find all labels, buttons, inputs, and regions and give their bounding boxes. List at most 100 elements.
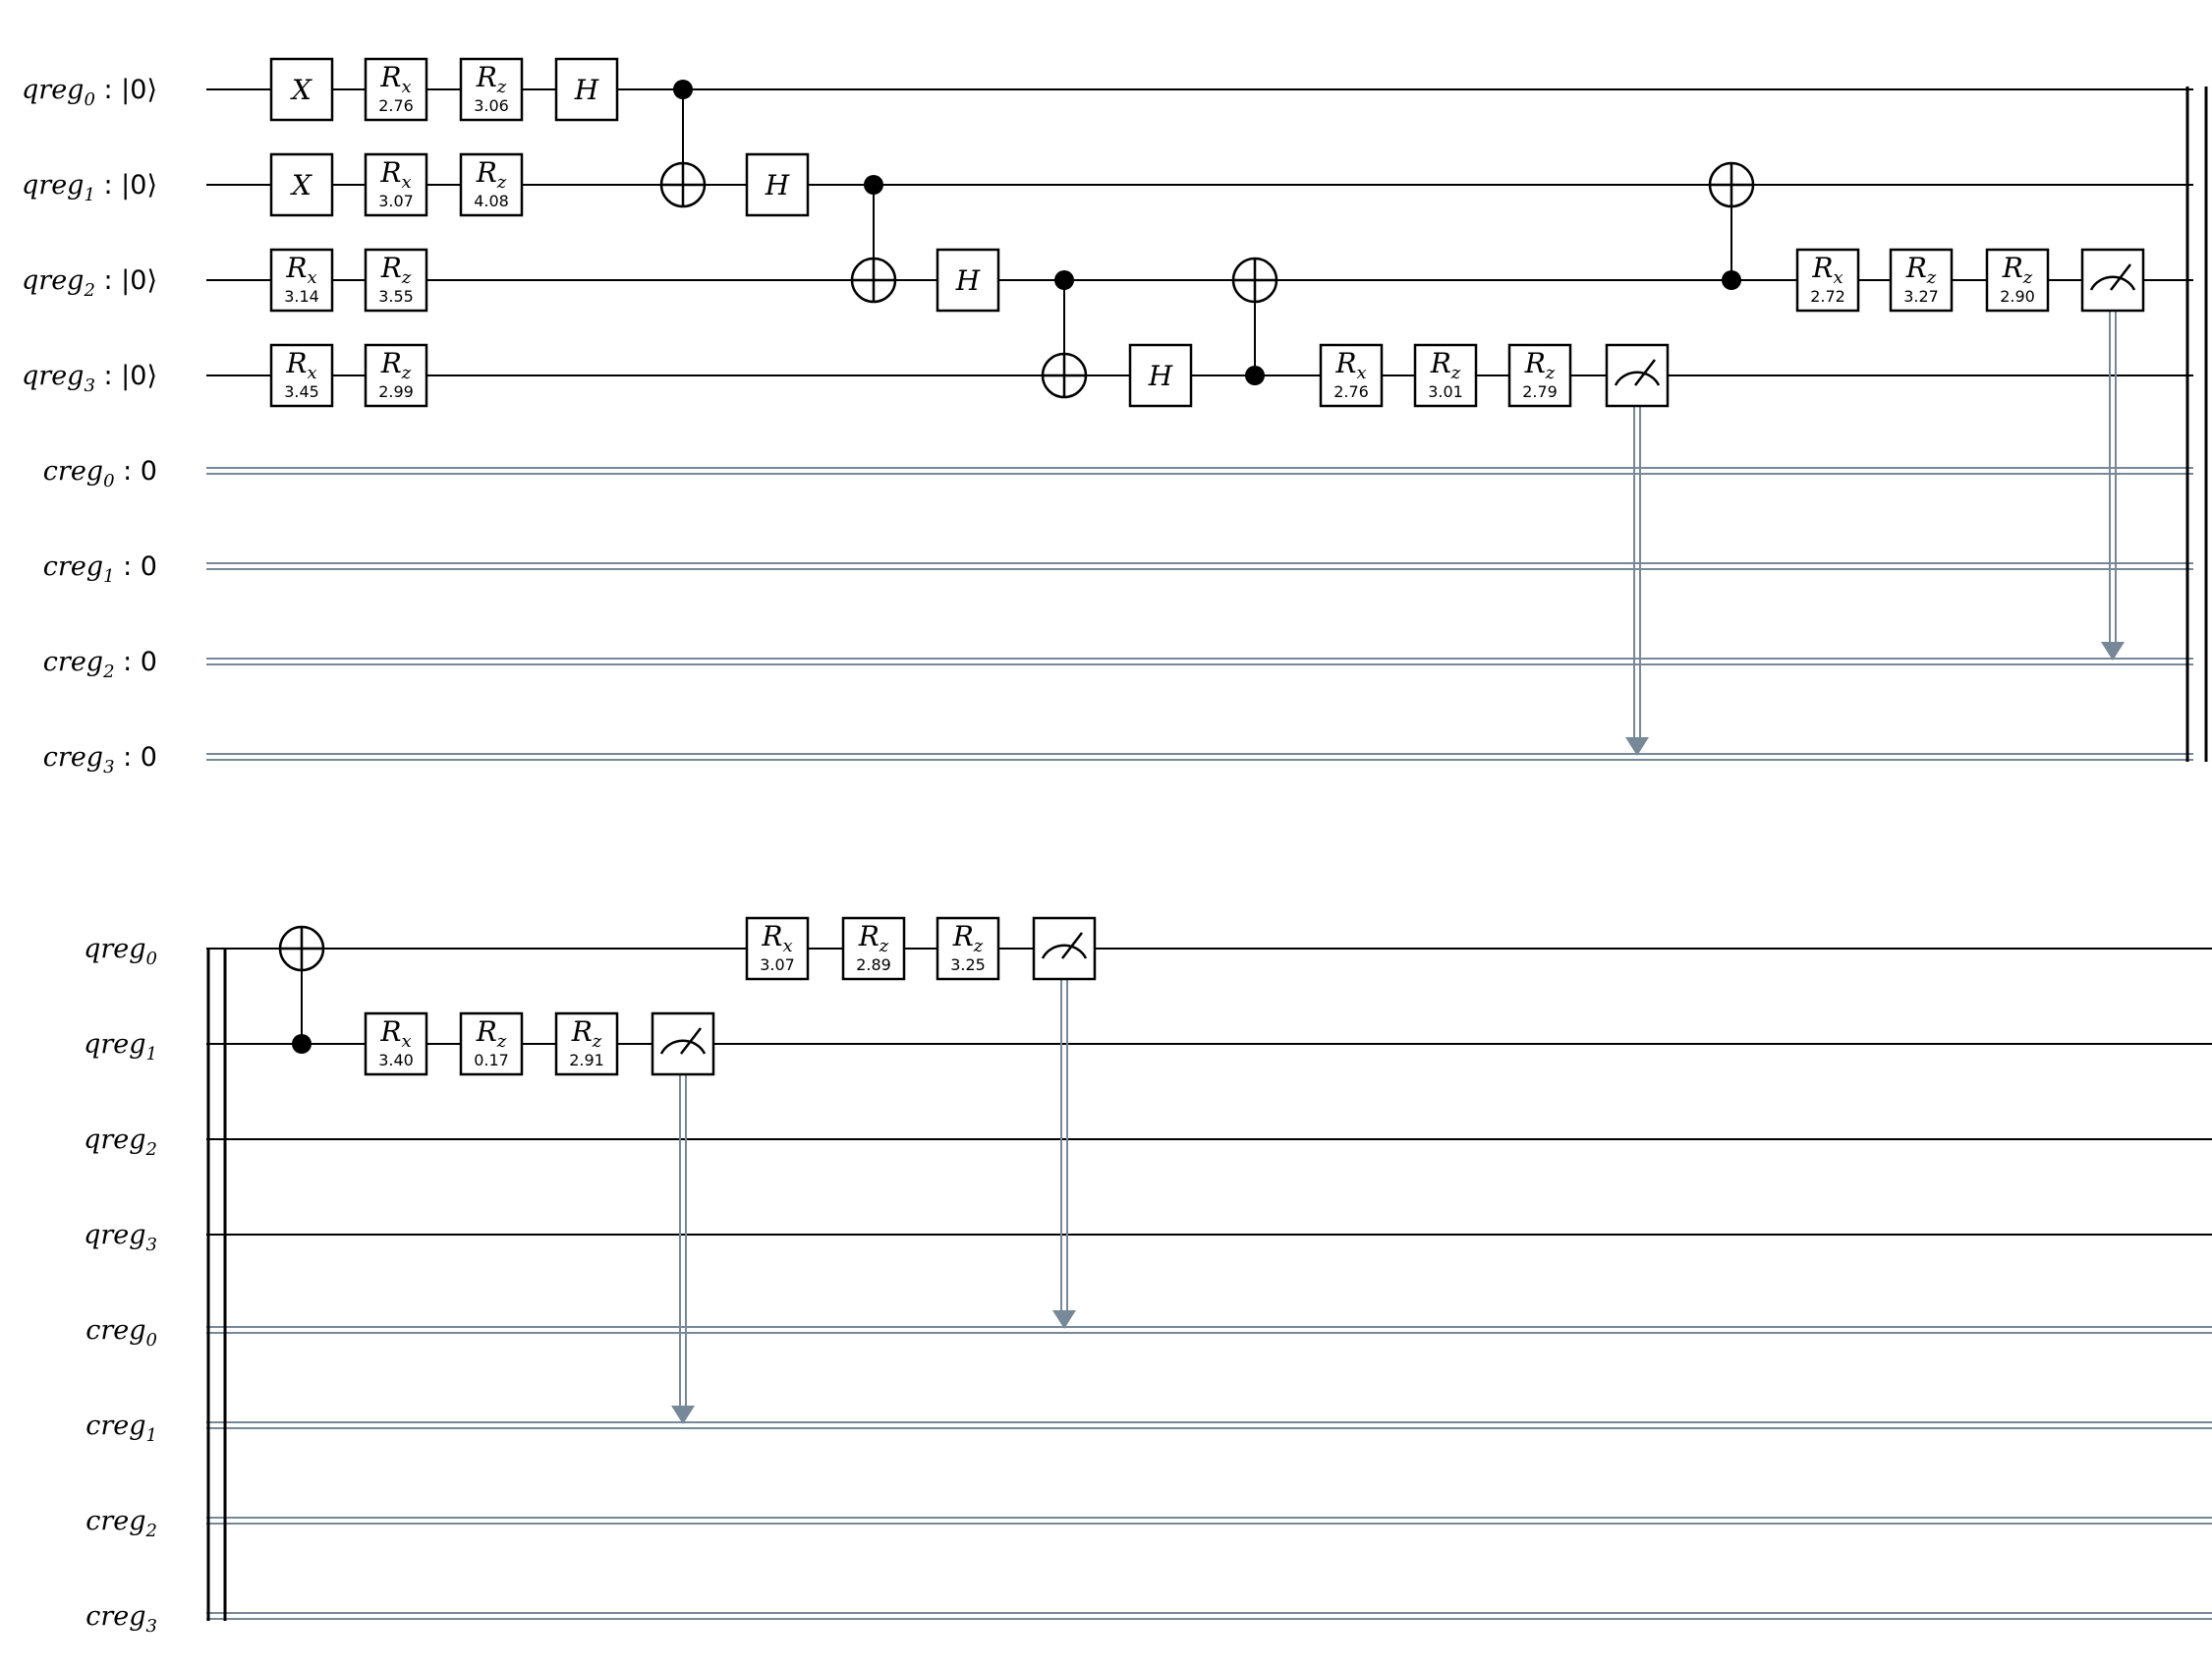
gate-h: H bbox=[554, 57, 619, 122]
clbit-label: creg3 : 0 bbox=[43, 742, 157, 778]
circuit-panel-2: qreg0qreg1qreg2qreg3creg0creg1creg2creg3… bbox=[84, 916, 2212, 1637]
gate-name: Rz bbox=[476, 61, 507, 97]
gate-box bbox=[1985, 248, 2050, 313]
gate-name: X bbox=[290, 74, 312, 106]
control-dot bbox=[1245, 366, 1265, 385]
gate-box bbox=[1128, 343, 1193, 408]
gate-name: H bbox=[574, 74, 599, 106]
gate-rx: Rx2.76 bbox=[1319, 343, 1384, 408]
clbit-label: creg2 : 0 bbox=[43, 647, 157, 682]
meter-arc bbox=[659, 1039, 707, 1055]
clbit-label: creg3 bbox=[85, 1601, 157, 1637]
gate-rx: Rx3.45 bbox=[269, 343, 334, 408]
cnot-gate bbox=[1231, 257, 1278, 385]
gate-param: 3.07 bbox=[378, 192, 414, 210]
gate-name: Rx bbox=[285, 252, 316, 288]
gate-name: Rz bbox=[2002, 252, 2033, 288]
gate-rz: Rz3.55 bbox=[364, 248, 428, 313]
qubit-label: qreg3 : |0⟩ bbox=[22, 361, 157, 396]
gate-rz: Rz3.01 bbox=[1413, 343, 1478, 408]
gate-box bbox=[1889, 248, 1954, 313]
gate-rz: Rz2.90 bbox=[1985, 248, 2050, 313]
qubit-label: qreg1 : |0⟩ bbox=[22, 170, 157, 205]
gate-x: X bbox=[269, 57, 334, 122]
qubit-label: qreg0 bbox=[84, 934, 157, 969]
gate-name: H bbox=[1148, 360, 1173, 392]
gate-box bbox=[459, 152, 524, 217]
meter-arc bbox=[1614, 371, 1661, 386]
gate-param: 2.91 bbox=[569, 1051, 604, 1069]
gate-box bbox=[364, 248, 428, 313]
meter-needle bbox=[680, 1027, 702, 1055]
qubit-label: qreg2 bbox=[84, 1124, 157, 1160]
cnot-gate bbox=[278, 925, 325, 1054]
gate-box bbox=[269, 343, 334, 408]
control-dot bbox=[1054, 270, 1074, 290]
gate-rz: Rz2.99 bbox=[364, 343, 428, 408]
control-dot bbox=[292, 1034, 312, 1054]
gate-rz: Rz2.91 bbox=[554, 1011, 619, 1076]
qubit-label: qreg2 : |0⟩ bbox=[22, 265, 157, 301]
measure-gate bbox=[651, 1011, 715, 1424]
gate-box bbox=[364, 1011, 428, 1076]
gate-box bbox=[459, 57, 524, 122]
measure-gate bbox=[2080, 248, 2145, 661]
gate-name: Rx bbox=[379, 1015, 411, 1052]
gate-rz: Rz0.17 bbox=[459, 1011, 524, 1076]
gate-name: Rx bbox=[1334, 347, 1366, 383]
clbit-label: creg0 bbox=[85, 1315, 157, 1351]
meter-arc bbox=[1041, 944, 1088, 959]
gate-h: H bbox=[745, 152, 810, 217]
gate-box bbox=[745, 152, 810, 217]
gate-param: 4.08 bbox=[474, 192, 509, 210]
measure-arrow bbox=[1052, 1310, 1076, 1329]
meter-needle bbox=[1061, 932, 1083, 959]
gate-box bbox=[554, 1011, 619, 1076]
gate-box bbox=[1319, 343, 1384, 408]
gate-box bbox=[364, 57, 428, 122]
gate-param: 2.90 bbox=[2000, 287, 2035, 306]
gate-name: Rx bbox=[379, 156, 411, 193]
measure-box bbox=[1605, 343, 1670, 408]
control-dot bbox=[673, 80, 693, 99]
cnot-gate bbox=[1041, 270, 1088, 399]
gate-name: Rz bbox=[1905, 252, 1937, 288]
gate-h: H bbox=[936, 248, 1000, 313]
gate-name: Rz bbox=[476, 156, 507, 193]
circuit-panel-1: qreg0 : |0⟩ qreg1 : |0⟩ qreg2 : |0⟩ qreg3 :… bbox=[22, 57, 2208, 778]
control-dot bbox=[1722, 270, 1741, 290]
gate-box bbox=[841, 916, 906, 981]
control-dot bbox=[864, 175, 883, 195]
gate-name: Rx bbox=[1811, 252, 1843, 288]
gate-param: 2.99 bbox=[378, 382, 414, 401]
gate-param: 2.79 bbox=[1522, 382, 1558, 401]
clbit-label: creg2 bbox=[85, 1506, 157, 1541]
cnot-gate bbox=[1708, 161, 1755, 290]
gate-param: 2.89 bbox=[856, 955, 891, 974]
gate-rx: Rx3.14 bbox=[269, 248, 334, 313]
gate-name: Rx bbox=[761, 920, 792, 956]
gate-param: 3.40 bbox=[378, 1051, 414, 1069]
gate-param: 0.17 bbox=[474, 1051, 509, 1069]
gate-box bbox=[364, 343, 428, 408]
gate-param: 3.07 bbox=[760, 955, 795, 974]
gate-name: X bbox=[290, 169, 312, 202]
gate-box bbox=[459, 1011, 524, 1076]
meter-needle bbox=[2110, 263, 2131, 291]
gate-box bbox=[936, 248, 1000, 313]
gate-box bbox=[745, 916, 810, 981]
measure-arrow bbox=[2101, 642, 2125, 661]
gate-rx: Rx3.40 bbox=[364, 1011, 428, 1076]
gate-rz: Rz3.25 bbox=[936, 916, 1000, 981]
gate-box bbox=[269, 57, 334, 122]
gate-name: Rz bbox=[380, 252, 412, 288]
gate-rx: Rx3.07 bbox=[364, 152, 428, 217]
gate-box bbox=[1413, 343, 1478, 408]
measure-gate bbox=[1032, 916, 1097, 1329]
gate-box bbox=[364, 152, 428, 217]
qubit-label: qreg0 : |0⟩ bbox=[22, 75, 157, 110]
gate-rz: Rz2.89 bbox=[841, 916, 906, 981]
gate-box bbox=[269, 248, 334, 313]
gate-name: Rx bbox=[379, 61, 411, 97]
gate-name: Rz bbox=[571, 1015, 602, 1052]
